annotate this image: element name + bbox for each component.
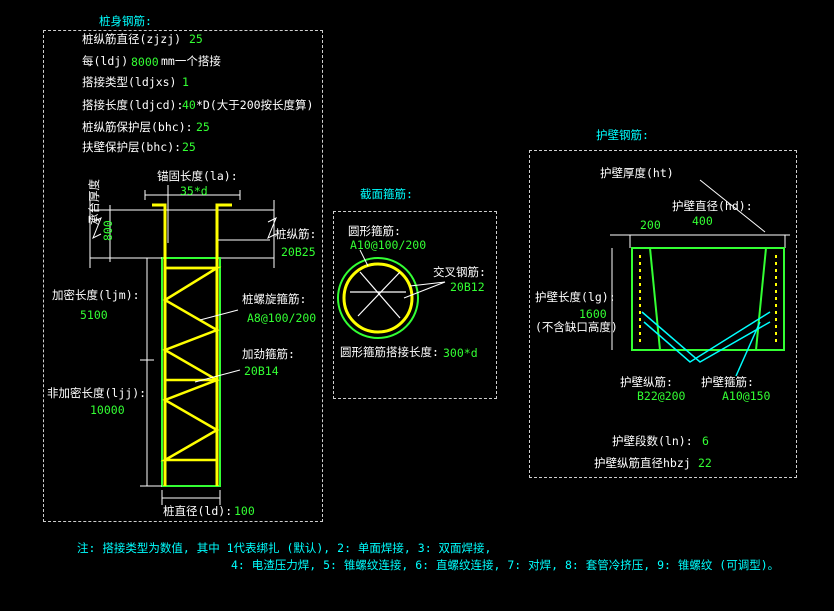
stiff-leader — [194, 369, 241, 383]
diameter-label: 桩直径(ld): — [163, 504, 233, 518]
nondense-value[interactable]: 10000 — [90, 403, 125, 417]
dense-label: 加密长度(ljm): — [52, 288, 140, 302]
cap-thickness-label: 承台厚度 — [87, 179, 101, 225]
wall-lg-value[interactable]: 1600 — [579, 307, 607, 321]
circle-stirrup-label: 圆形箍筋: — [348, 224, 401, 238]
wall-hd-label: 护壁直径(hd): — [672, 199, 753, 213]
anchor-value[interactable]: 35*d — [180, 184, 208, 198]
wall-hbzj-value[interactable]: 22 — [698, 456, 712, 470]
section-concrete-circle — [337, 257, 419, 339]
section-stirrup-frame — [333, 211, 497, 399]
note-line-2: 4: 电渣压力焊, 5: 锥螺纹连接, 6: 直螺纹连接, 7: 对焊, 8: … — [231, 558, 780, 572]
spiral-value[interactable]: A8@100/200 — [247, 311, 317, 325]
zjzj-label: 桩纵筋直径(zjzj) — [82, 32, 182, 46]
long-bar-label: 桩纵筋: — [275, 227, 317, 241]
zjzj-value[interactable]: 25 — [189, 32, 203, 46]
wall-long-value[interactable]: B22@200 — [637, 389, 686, 403]
ldjcd-suffix: *D(大于200按长度算) — [196, 98, 314, 112]
wall-ht-value[interactable]: 200 — [640, 218, 661, 232]
circle-lap-value[interactable]: 300*d — [443, 346, 478, 360]
pile-rebar-frame — [43, 30, 323, 522]
pile-rebar-title: 桩身钢筋: — [99, 14, 152, 28]
spiral-stirrup — [160, 266, 222, 462]
ldj-suffix: mm一个搭接 — [161, 54, 221, 68]
wall-hd-value[interactable]: 400 — [692, 214, 713, 228]
cross-bar-2 — [357, 271, 401, 317]
wall-lg-note: (不含缺口高度) — [535, 320, 618, 334]
bbhc-label: 扶壁保护层(bhc): — [82, 140, 182, 154]
dense-value[interactable]: 5100 — [80, 308, 108, 322]
diameter-value[interactable]: 100 — [234, 504, 255, 518]
section-stirrup-circle — [342, 262, 414, 334]
circle-lap-label: 圆形箍筋搭接长度: — [340, 345, 439, 359]
wall-stirrup-1 — [641, 311, 771, 363]
nondense-label: 非加密长度(ljj): — [47, 386, 147, 400]
wall-stirrup-value[interactable]: A10@150 — [722, 389, 771, 403]
spiral-label: 桩螺旋箍筋: — [242, 292, 307, 306]
ldjcd-label: 搭接长度(ldjcd): — [82, 98, 184, 112]
cap-thickness-value[interactable]: 800 — [101, 220, 115, 241]
break-mark-right — [267, 216, 277, 240]
bhc-label: 桩纵筋保护层(bhc): — [82, 120, 193, 134]
wall-title: 护壁钢筋: — [596, 128, 649, 142]
wall-ht-leader — [699, 179, 766, 233]
spiral-leader — [199, 309, 239, 321]
long-bar-right — [215, 203, 232, 486]
break-mark-left — [92, 216, 102, 240]
note-line-1: 注: 搭接类型为数值, 其中 1代表绑扎 (默认), 2: 单面焊接, 3: 双… — [77, 541, 492, 555]
cross-bar-1 — [359, 271, 401, 319]
section-title: 截面箍筋: — [360, 187, 413, 201]
cross-bar-value[interactable]: 20B12 — [450, 280, 485, 294]
wall-hbzj-label: 护壁纵筋直径hbzj — [594, 456, 691, 470]
pile-body — [161, 257, 221, 487]
bbhc-value[interactable]: 25 — [182, 140, 196, 154]
wall-lg-label: 护壁长度(lg): — [535, 290, 616, 304]
long-bar-left — [152, 203, 167, 486]
stiff-value[interactable]: 20B14 — [244, 364, 279, 378]
wall-ht-label: 护壁厚度(ht) — [600, 166, 674, 180]
wall-long-label: 护壁纵筋: — [620, 375, 673, 389]
long-bar-value[interactable]: 20B25 — [281, 245, 316, 259]
wall-rebar-frame — [529, 150, 797, 478]
bhc-value[interactable]: 25 — [196, 120, 210, 134]
ldjxs-value[interactable]: 1 — [182, 75, 189, 89]
anchor-label: 锚固长度(la): — [157, 169, 238, 183]
ldj-prefix: 每(ldj) — [82, 54, 129, 68]
cross-bar-label: 交叉钢筋: — [433, 265, 486, 279]
ldjxs-label: 搭接类型(ldjxs) — [82, 75, 177, 89]
circle-stirrup-value[interactable]: A10@100/200 — [350, 238, 427, 252]
ldj-value[interactable]: 8000 — [131, 55, 159, 69]
stiff-label: 加劲箍筋: — [242, 347, 295, 361]
wall-ln-value[interactable]: 6 — [702, 434, 709, 448]
wall-stirrup-2 — [643, 311, 771, 363]
wall-ln-label: 护壁段数(ln): — [612, 434, 693, 448]
wall-stirrup-label: 护壁箍筋: — [701, 375, 754, 389]
ldjcd-value[interactable]: 40 — [182, 98, 196, 112]
